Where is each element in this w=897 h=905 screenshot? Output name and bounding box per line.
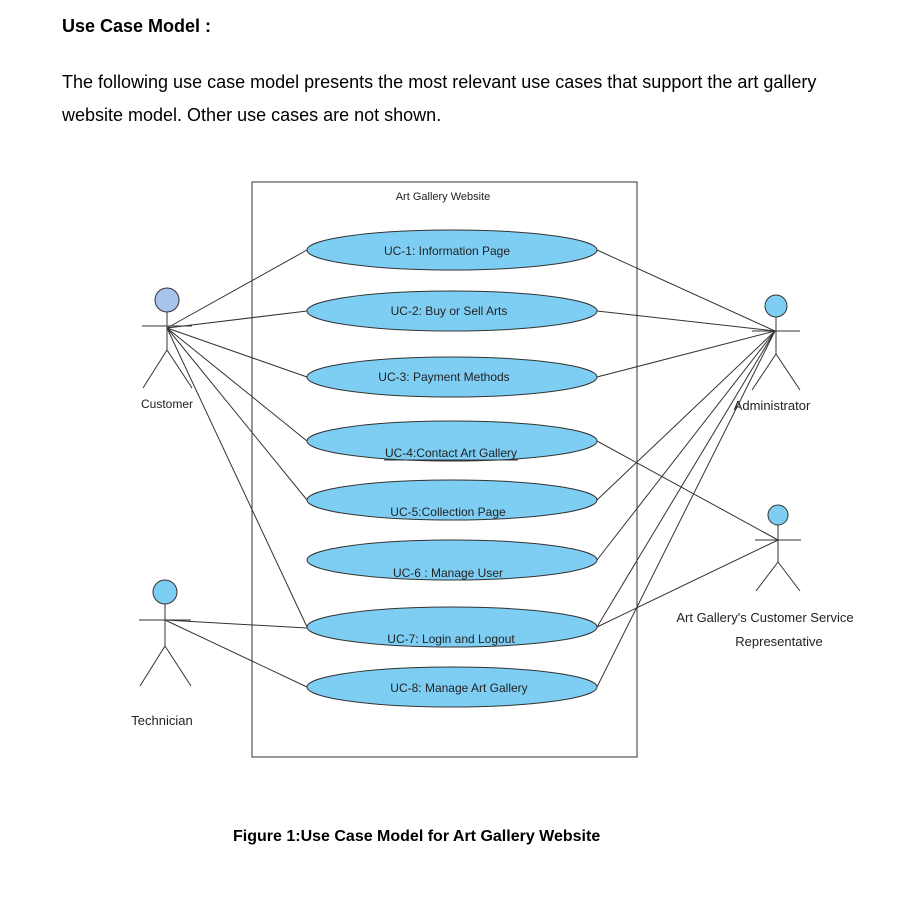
use-case-8: UC-8: Manage Art Gallery bbox=[306, 666, 598, 708]
use-case-2: UC-2: Buy or Sell Arts bbox=[306, 290, 598, 332]
assoc-admin-uc3 bbox=[596, 330, 776, 378]
system-title: Art Gallery Website bbox=[396, 191, 491, 203]
assoc-admin-uc1 bbox=[596, 249, 776, 332]
customer-label: Customer bbox=[141, 397, 193, 411]
technician-head bbox=[152, 579, 178, 605]
assoc-customer-uc5 bbox=[166, 327, 308, 501]
use-case-7: UC-7: Login and Logout bbox=[306, 606, 598, 648]
administrator-label: Administrator bbox=[734, 398, 811, 413]
assoc-technician-uc8 bbox=[164, 619, 308, 688]
assoc-customer-uc1 bbox=[166, 249, 308, 329]
association-lines bbox=[164, 249, 779, 688]
use-case-8-label: UC-8: Manage Art Gallery bbox=[390, 681, 527, 695]
service-rep-head bbox=[767, 504, 789, 526]
use-case-6: UC-6 : Manage User bbox=[306, 539, 598, 581]
service-rep-label-line2: Representative bbox=[735, 634, 822, 649]
use-case-3-label: UC-3: Payment Methods bbox=[378, 370, 509, 384]
assoc-rep-uc7 bbox=[596, 539, 779, 628]
use-case-5-label: UC-5:Collection Page bbox=[390, 505, 506, 519]
use-case-3: UC-3: Payment Methods bbox=[306, 356, 598, 398]
assoc-admin-uc7 bbox=[596, 330, 776, 628]
actor-administrator: Administrator bbox=[734, 294, 811, 413]
customer-head bbox=[154, 287, 180, 313]
use-case-1-label: UC-1: Information Page bbox=[384, 244, 510, 258]
service-rep-label-line1: Art Gallery's Customer Service bbox=[676, 610, 853, 625]
technician-label: Technician bbox=[131, 713, 192, 728]
actor-customer-service-rep: Art Gallery's Customer Service Represent… bbox=[676, 504, 854, 649]
assoc-admin-uc8 bbox=[596, 330, 776, 688]
use-case-4: UC-4:Contact Art Gallery bbox=[306, 420, 598, 462]
intro-paragraph: The following use case model presents th… bbox=[62, 72, 817, 125]
assoc-customer-uc2 bbox=[166, 310, 308, 329]
assoc-admin-uc2 bbox=[596, 310, 776, 332]
actor-technician: Technician bbox=[131, 579, 193, 728]
assoc-admin-uc5 bbox=[596, 330, 776, 501]
use-case-6-label: UC-6 : Manage User bbox=[393, 566, 503, 580]
use-case-5: UC-5:Collection Page bbox=[306, 479, 598, 521]
administrator-head bbox=[764, 294, 788, 318]
assoc-admin-uc6 bbox=[596, 330, 776, 561]
use-case-2-label: UC-2: Buy or Sell Arts bbox=[391, 304, 508, 318]
assoc-rep-uc4 bbox=[596, 440, 779, 541]
use-case-7-label: UC-7: Login and Logout bbox=[387, 632, 515, 646]
assoc-customer-uc4 bbox=[166, 327, 308, 442]
use-case-1: UC-1: Information Page bbox=[306, 229, 598, 271]
system-boundary bbox=[251, 181, 638, 758]
assoc-customer-uc3 bbox=[166, 327, 308, 378]
section-heading: Use Case Model : bbox=[62, 16, 212, 36]
figure-caption: Figure 1:Use Case Model for Art Gallery … bbox=[233, 828, 601, 845]
assoc-customer-uc7 bbox=[166, 327, 308, 628]
use-case-4-label: UC-4:Contact Art Gallery bbox=[385, 446, 517, 460]
actor-customer: Customer bbox=[141, 287, 193, 411]
assoc-technician-uc7 bbox=[164, 619, 308, 629]
